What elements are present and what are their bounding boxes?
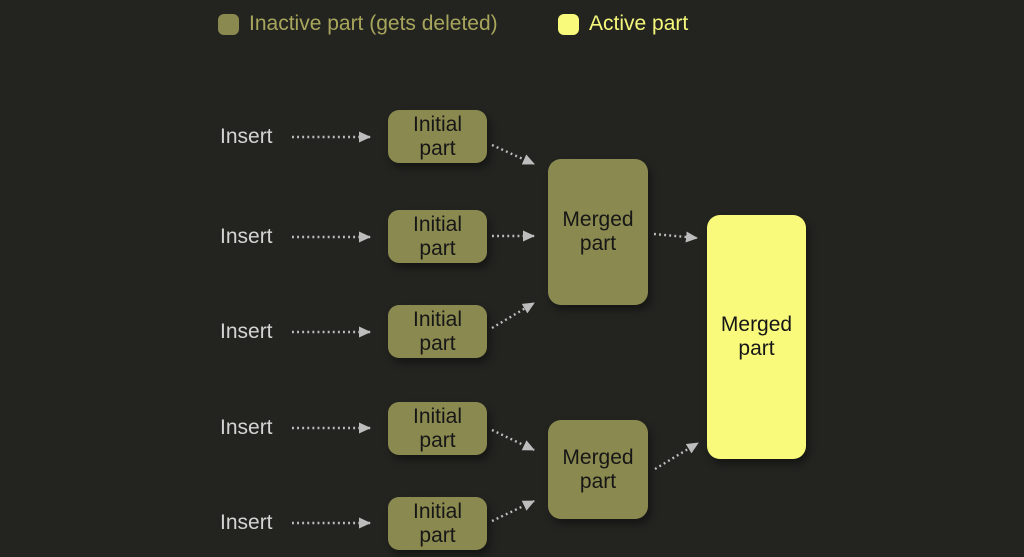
initial-part-label: Initial part	[412, 404, 463, 452]
insert-label-4: Insert	[220, 416, 273, 439]
initial-part-label: Initial part	[412, 112, 463, 160]
arrow-merged-top-to-final	[653, 231, 698, 243]
insert-label-2: Insert	[220, 225, 273, 248]
inactive-part-swatch-icon	[218, 13, 239, 35]
initial-part-node-2: Initial part	[388, 210, 487, 263]
initial-part-node-4: Initial part	[388, 402, 487, 455]
arrow-initial4-to-merged-bottom	[491, 428, 535, 452]
legend-item-active: Active part	[558, 11, 688, 37]
initial-part-label: Initial part	[412, 212, 463, 260]
merged-part-node-top: Merged part	[548, 159, 648, 305]
arrow-initial1-to-merged-top	[491, 143, 535, 166]
legend-item-inactive: Inactive part (gets deleted)	[218, 11, 498, 37]
active-part-swatch-icon	[558, 13, 579, 35]
arrow-merged-bottom-to-final	[654, 441, 699, 471]
legend-active-label: Active part	[589, 12, 689, 35]
initial-part-node-1: Initial part	[388, 110, 487, 163]
merged-part-node-final: Merged part	[707, 215, 806, 459]
merged-part-label: Merged part	[562, 208, 634, 255]
insert-label-5: Insert	[220, 511, 273, 534]
arrow-initial3-to-merged-top	[491, 301, 535, 330]
insert-label-3: Insert	[220, 320, 273, 343]
initial-part-label: Initial part	[412, 307, 463, 355]
initial-part-node-5: Initial part	[388, 497, 487, 550]
merged-part-node-bottom: Merged part	[548, 420, 648, 519]
legend-inactive-label: Inactive part (gets deleted)	[249, 12, 498, 35]
initial-part-node-3: Initial part	[388, 305, 487, 358]
initial-part-label: Initial part	[412, 499, 463, 547]
insert-label-1: Insert	[220, 125, 273, 148]
merged-part-label: Merged part	[562, 445, 634, 493]
arrow-initial5-to-merged-bottom	[491, 499, 535, 523]
merged-part-label: Merged part	[720, 313, 793, 360]
